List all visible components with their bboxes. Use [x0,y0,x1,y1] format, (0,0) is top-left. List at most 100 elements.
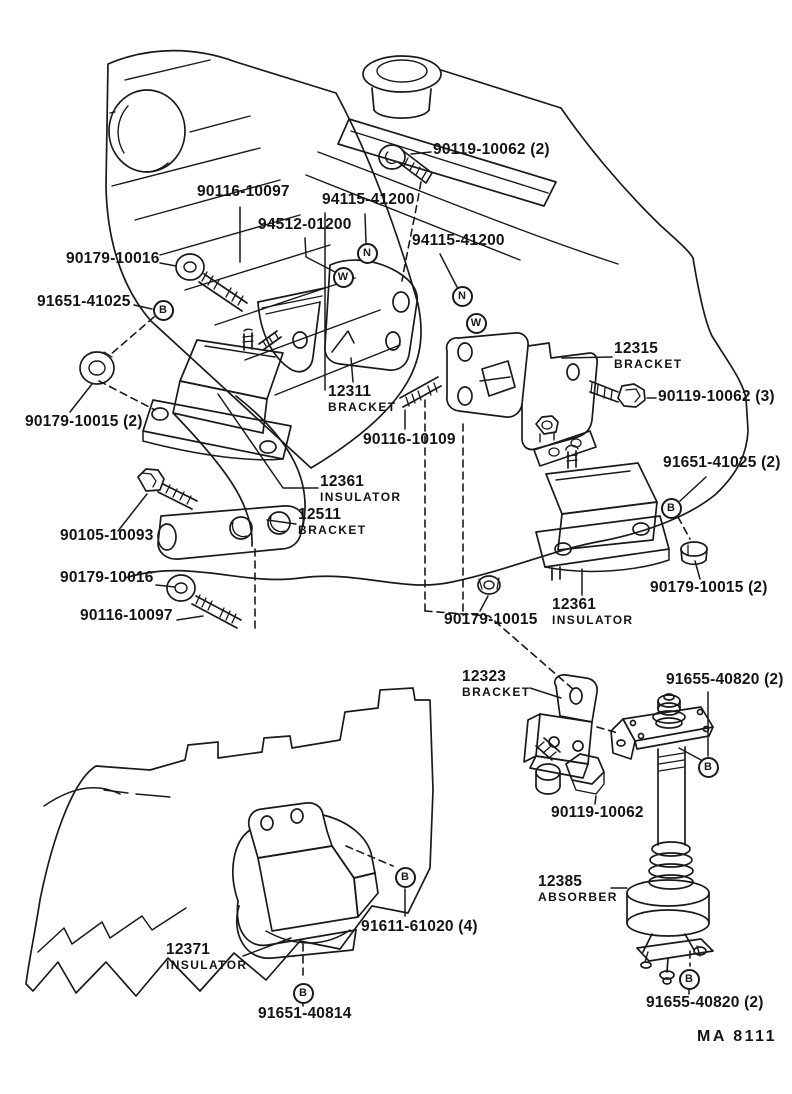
circled-letter-marker: N [451,285,473,307]
part-callout: 90119-10062 [551,805,644,821]
bracket-12323-art [523,674,598,795]
part-number: 94115-41200 [412,232,505,249]
circled-letter-marker: B [660,497,682,519]
bolt-90119-top-icon [378,144,433,184]
nut-90179-right-icon [680,541,708,566]
insulator-12361-right-art [535,444,670,581]
part-callout: 94512-01200 [258,217,352,233]
part-number: 90119-10062 [551,804,644,821]
part-callout: 91651-41025 [37,294,131,310]
bolt-90119-bottom-icon [535,737,605,795]
part-number: 90116-10097 [80,607,173,624]
oil-filler-cap [362,55,442,119]
part-number: 90179-10015 [444,611,538,628]
absorber-12385-art [610,693,714,985]
washer-90179-lower-icon [166,574,196,602]
part-callout: 94115-41200 [412,233,505,249]
stud-90116-10109-icon [399,376,442,408]
circled-letter-marker: B [152,299,174,321]
part-name-label: BRACKET [462,685,531,699]
part-number: 12385 [538,873,583,890]
insulator-12371-art [232,802,379,959]
part-callout: 90179-10015 (2) [25,414,143,430]
part-number: 90179-10015 (2) [25,413,143,430]
part-number: 90105-10093 [60,527,154,544]
part-number: 91611-61020 (4) [361,918,478,935]
circled-letter-marker: B [678,968,700,990]
part-callout: 91655-40820 (2) [646,995,764,1011]
part-number: 12311 [328,383,372,400]
part-number: 94512-01200 [258,216,352,233]
circled-letter-marker: B [394,866,416,888]
part-number: 90119-10062 (2) [433,141,550,158]
part-callout: 90179-10015 (2) [650,580,768,596]
part-number: 90179-10016 [66,250,160,267]
circled-letter-marker: B [697,756,719,778]
part-callout: 90116-10109 [363,432,456,448]
circled-letter-marker: W [332,266,354,288]
circled-letter-marker: W [465,312,487,334]
part-number: 91651-40814 [258,1005,352,1022]
engine-block-art [25,687,434,997]
part-callout: 90116-10097 [80,608,173,624]
part-name-label: INSULATOR [320,490,402,504]
part-number: 91651-41025 (2) [663,454,781,471]
part-callout: 90119-10062 (2) [433,142,550,158]
part-number: 12315 [614,340,659,357]
part-name-label: INSULATOR [552,613,634,627]
part-name-label: INSULATOR [166,958,248,972]
part-callout: 91611-61020 (4) [361,919,478,935]
part-callout: 90116-10097 [197,184,290,200]
washer-90179-top-icon [175,253,205,281]
part-number: 90179-10015 (2) [650,579,768,596]
part-number: 12323 [462,668,507,685]
part-callout: 94115-41200 [322,192,415,208]
part-callout: 90179-10016 [60,570,154,586]
part-name-label: BRACKET [298,523,367,537]
part-number: 91655-40820 (2) [646,994,764,1011]
stud-90116-top-icon [198,271,248,312]
part-name-label: BRACKET [614,357,683,371]
part-number: 91655-40820 (2) [666,671,784,688]
part-number: 90119-10062 (3) [658,388,775,405]
bracket-12511-art [157,505,305,560]
circled-letter-marker: B [292,982,314,1004]
alignment-guides [98,181,691,981]
part-number: 12361 [552,596,597,613]
bracket-12311-art [257,259,419,373]
part-number: 90116-10097 [197,183,290,200]
part-name-label: ABSORBER [538,890,618,904]
part-number: 90116-10109 [363,431,456,448]
part-number: 12511 [298,506,342,523]
bolt-90119-right-icon [589,380,646,408]
part-number: 90179-10016 [60,569,154,586]
bolt-90105-icon [137,468,198,510]
part-callout: 91651-41025 (2) [663,455,781,471]
part-callout: 90179-10015 [444,612,538,628]
nut-90179-10015-left-icon [79,351,115,385]
bracket-12315-art [445,332,599,467]
part-number: 91651-41025 [37,293,131,310]
stud-90116-lower-icon [191,594,242,629]
part-callout: 90119-10062 (3) [658,389,775,405]
part-callout: 90179-10016 [66,251,160,267]
part-number: 94115-41200 [322,191,415,208]
circled-letter-marker: N [356,242,378,264]
part-callout: 90105-10093 [60,528,154,544]
nut-90179-center-icon [477,575,501,595]
part-number: 12361 [320,473,365,490]
part-callout: 91651-40814 [258,1006,352,1022]
part-number: 12371 [166,941,211,958]
leader-lines [69,151,709,1007]
